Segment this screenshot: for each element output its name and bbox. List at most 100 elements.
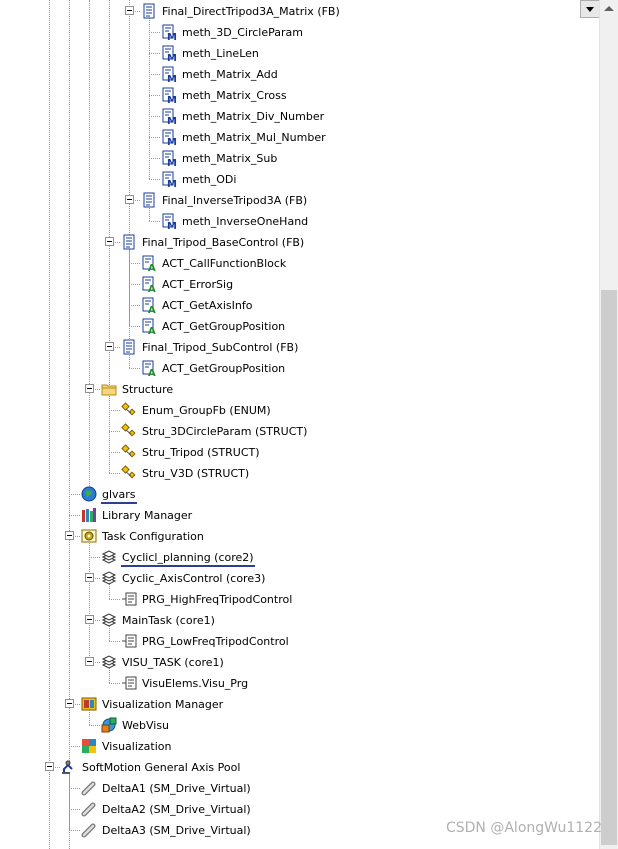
tree-node[interactable]: Final_DirectTripod3A_Matrix (FB) (0, 1, 600, 22)
tree-node-label: meth_Matrix_Add (182, 68, 278, 81)
svg-text:M: M (167, 137, 177, 145)
action-icon: A (142, 255, 156, 271)
tree-guide-line (109, 394, 110, 473)
tree-node[interactable]: Enum_GroupFb (ENUM) (0, 400, 600, 421)
tree-node[interactable]: Stru_V3D (STRUCT) (0, 463, 600, 484)
axis-icon (81, 823, 96, 838)
tree-node[interactable]: A ACT_CallFunctionBlock (0, 253, 600, 274)
task-icon (101, 571, 117, 585)
tree-node[interactable]: DeltaA2 (SM_Drive_Virtual) (0, 799, 600, 820)
scroll-up-arrow[interactable] (600, 0, 618, 18)
tree-node[interactable]: Library Manager (0, 505, 600, 526)
collapse-toggle[interactable] (85, 615, 94, 624)
tree-node[interactable]: Cyclicl_planning (core2) (0, 547, 600, 568)
tree-node[interactable]: Final_Tripod_BaseControl (FB) (0, 232, 600, 253)
collapse-toggle[interactable] (85, 573, 94, 582)
tree-connector (69, 746, 80, 747)
tree-node-label: ACT_CallFunctionBlock (162, 257, 287, 270)
collapse-toggle[interactable] (65, 699, 74, 708)
tree-node[interactable]: Stru_Tripod (STRUCT) (0, 442, 600, 463)
tree-node[interactable]: Visualization Manager (0, 694, 600, 715)
tree-node-label: Stru_V3D (STRUCT) (142, 467, 250, 480)
tree-connector (89, 620, 100, 621)
tree-node[interactable]: DeltaA3 (SM_Drive_Virtual) (0, 820, 600, 841)
tree-connector (149, 137, 160, 138)
tree-node[interactable]: Visualization (0, 736, 600, 757)
tree-node-label: Visualization Manager (102, 698, 224, 711)
tree-node[interactable]: glvars (0, 484, 600, 505)
tree-connector (149, 95, 160, 96)
tree-node[interactable]: Task Configuration (0, 526, 600, 547)
tree-connector (149, 74, 160, 75)
method-icon: M (162, 24, 177, 40)
tree-node[interactable]: VISU_TASK (core1) (0, 652, 600, 673)
library-manager-icon (82, 508, 96, 522)
tree-node-label: glvars (101, 487, 137, 504)
tree-connector (109, 641, 120, 642)
tree-node[interactable]: VisuElems.Visu_Prg (0, 673, 600, 694)
tree-node[interactable]: DeltaA1 (SM_Drive_Virtual) (0, 778, 600, 799)
tree-node[interactable]: PRG_HighFreqTripodControl (0, 589, 600, 610)
tree-guide-line (109, 583, 110, 599)
tree-node[interactable]: Cyclic_AxisControl (core3) (0, 568, 600, 589)
tree-connector (129, 284, 140, 285)
tree-node-label: SoftMotion General Axis Pool (82, 761, 241, 774)
tree-node[interactable]: MainTask (core1) (0, 610, 600, 631)
collapse-toggle[interactable] (65, 531, 74, 540)
tree-node-label: WebVisu (122, 719, 170, 732)
svg-text:A: A (148, 263, 156, 271)
tree-node[interactable]: Final_InverseTripod3A (FB) (0, 190, 600, 211)
axis-icon (81, 781, 96, 796)
collapse-toggle[interactable] (125, 6, 134, 15)
tree-node[interactable]: PRG_LowFreqTripodControl (0, 631, 600, 652)
collapse-toggle[interactable] (85, 657, 94, 666)
method-icon: M (162, 66, 177, 82)
task-config-icon (81, 529, 97, 543)
tree-node-label: Stru_Tripod (STRUCT) (142, 446, 260, 459)
task-icon (101, 655, 117, 669)
dut-icon (121, 423, 136, 437)
action-icon: A (142, 297, 156, 313)
tree-connector (129, 200, 140, 201)
dut-icon (121, 465, 136, 479)
tree-node[interactable]: SoftMotion General Axis Pool (0, 757, 600, 778)
tree-connector (149, 32, 160, 33)
tree-connector (129, 11, 140, 12)
vertical-scrollbar[interactable] (599, 0, 618, 849)
tree-node-label: Structure (122, 383, 174, 396)
collapse-toggle[interactable] (45, 762, 54, 771)
tree-guide-line (129, 352, 130, 368)
tree-node[interactable]: Final_Tripod_SubControl (FB) (0, 337, 600, 358)
tree-node[interactable]: WebVisu (0, 715, 600, 736)
tree-connector (149, 53, 160, 54)
method-icon: M (162, 171, 177, 187)
tree-node[interactable]: Stru_3DCircleParam (STRUCT) (0, 421, 600, 442)
tree-node-label: meth_3D_CircleParam (182, 26, 303, 39)
tree-node[interactable]: Structure (0, 379, 600, 400)
collapse-toggle[interactable] (125, 195, 134, 204)
collapse-toggle[interactable] (85, 384, 94, 393)
scroll-thumb[interactable] (601, 290, 617, 845)
collapse-toggle[interactable] (105, 342, 114, 351)
tree-guide-line (89, 0, 90, 494)
svg-text:M: M (167, 95, 177, 103)
collapse-toggle[interactable] (105, 237, 114, 246)
dropdown-button[interactable] (580, 0, 600, 18)
tree-connector (89, 389, 100, 390)
tree-node-label: ACT_ErrorSig (162, 278, 234, 291)
tree-node-label: Stru_3DCircleParam (STRUCT) (142, 425, 308, 438)
